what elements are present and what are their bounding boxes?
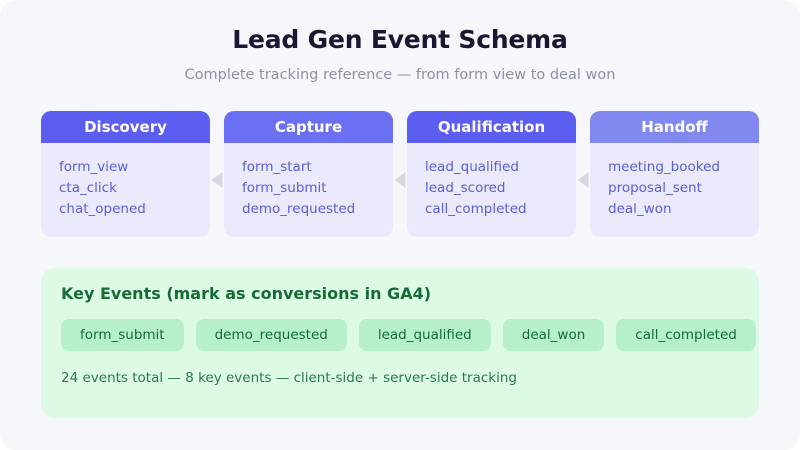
event-item: deal_won	[608, 201, 672, 217]
key-event-chip[interactable]: call_completed	[616, 319, 756, 351]
connector-2	[393, 111, 407, 241]
arrow-left-icon	[211, 172, 223, 188]
stage-events-qualification: lead_qualified lead_scored call_complete…	[407, 143, 576, 237]
key-event-chip[interactable]: form_submit	[61, 319, 184, 351]
stage-card-handoff[interactable]: Handoff meeting_booked proposal_sent dea…	[590, 111, 759, 237]
key-events-panel: Key Events (mark as conversions in GA4) …	[41, 268, 759, 418]
stage-events-handoff: meeting_booked proposal_sent deal_won	[590, 143, 759, 237]
stage-header-capture: Capture	[224, 111, 393, 143]
key-events-footer: 24 events total — 8 key events — client-…	[61, 370, 517, 386]
event-item: proposal_sent	[608, 180, 702, 196]
event-item: form_start	[242, 159, 312, 175]
stage-header-discovery: Discovery	[41, 111, 210, 143]
connector-3	[576, 111, 590, 241]
stage-header-handoff: Handoff	[590, 111, 759, 143]
connector-1	[210, 111, 224, 241]
key-event-chip[interactable]: demo_requested	[195, 319, 347, 351]
stage-card-qualification[interactable]: Qualification lead_qualified lead_scored…	[407, 111, 576, 237]
key-event-chip[interactable]: lead_qualified	[358, 319, 491, 351]
stage-events-discovery: form_view cta_click chat_opened	[41, 143, 210, 237]
event-item: call_completed	[425, 201, 527, 217]
page-subtitle: Complete tracking reference — from form …	[184, 66, 616, 83]
event-item: demo_requested	[242, 201, 356, 217]
stage-row: Discovery form_view cta_click chat_opene…	[41, 111, 759, 241]
event-item: cta_click	[59, 180, 117, 196]
event-item: lead_qualified	[425, 159, 519, 175]
event-item: form_submit	[242, 180, 327, 196]
key-event-chip[interactable]: deal_won	[502, 319, 605, 351]
page-title: Lead Gen Event Schema	[232, 25, 568, 54]
event-item: form_view	[59, 159, 129, 175]
key-events-title: Key Events (mark as conversions in GA4)	[61, 284, 432, 303]
key-events-chip-row: form_submit demo_requested lead_qualifie…	[61, 319, 759, 351]
event-item: lead_scored	[425, 180, 506, 196]
arrow-left-icon	[577, 172, 589, 188]
arrow-left-icon	[394, 172, 406, 188]
stage-card-discovery[interactable]: Discovery form_view cta_click chat_opene…	[41, 111, 210, 237]
stage-card-capture[interactable]: Capture form_start form_submit demo_requ…	[224, 111, 393, 237]
header: Lead Gen Event Schema Complete tracking …	[0, 0, 800, 84]
event-item: chat_opened	[59, 201, 146, 217]
stage-header-qualification: Qualification	[407, 111, 576, 143]
stage-events-capture: form_start form_submit demo_requested	[224, 143, 393, 237]
event-item: meeting_booked	[608, 159, 720, 175]
